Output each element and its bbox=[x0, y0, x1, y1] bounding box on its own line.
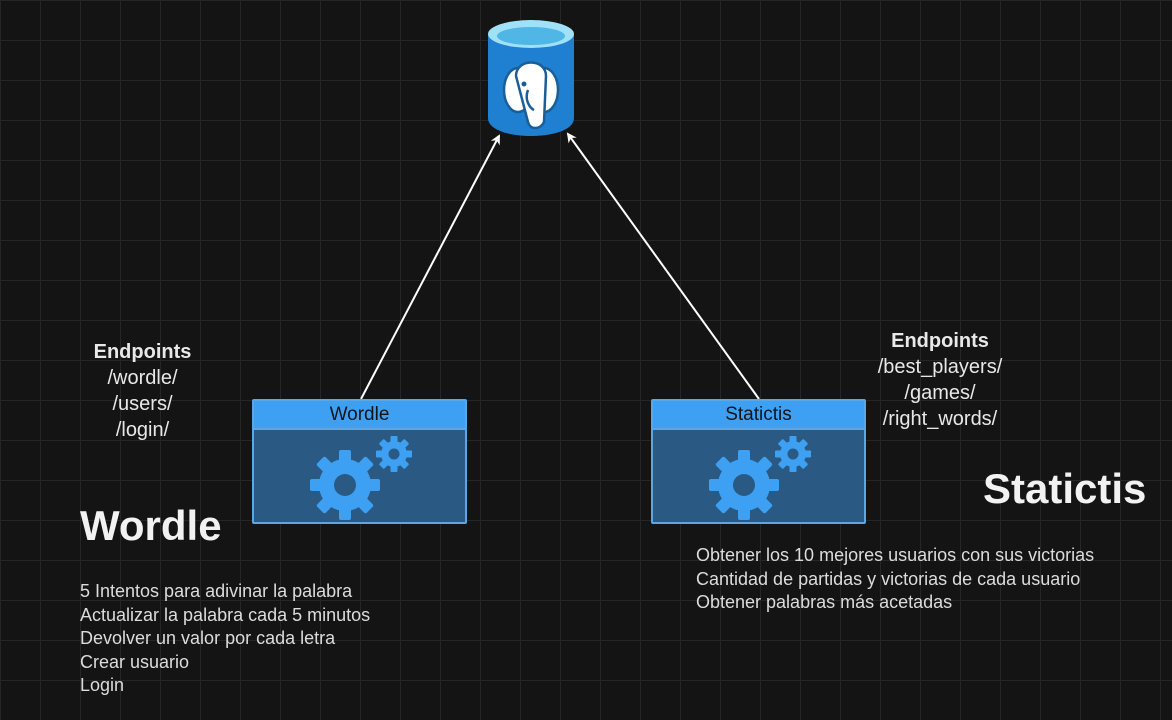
feature-item: Obtener palabras más acetadas bbox=[696, 592, 953, 612]
endpoint-item: /games/ bbox=[904, 382, 976, 404]
feature-item: Obtener los 10 mejores usuarios con sus … bbox=[696, 545, 1095, 565]
feature-item: Cantidad de partidas y victorias de cada… bbox=[696, 568, 1081, 589]
statictis-endpoints: Endpoints /best_players/ /games/ /right_… bbox=[855, 328, 1025, 432]
endpoints-title: Endpoints bbox=[93, 341, 192, 363]
wordle-service[interactable]: Wordle bbox=[252, 399, 467, 524]
statictis-section-title: Statictis bbox=[983, 465, 1147, 512]
feature-item: 5 Intentos para adivinar la palabra bbox=[80, 581, 353, 601]
feature-item: Crear usuario bbox=[80, 651, 190, 672]
statictis-service-label: Statictis bbox=[653, 401, 864, 430]
statictis-service[interactable]: Statictis bbox=[651, 399, 866, 524]
wordle-section-title: Wordle bbox=[80, 502, 222, 549]
postgresql-database[interactable] bbox=[486, 18, 576, 136]
endpoint-item: /login/ bbox=[115, 419, 170, 441]
feature-item: Login bbox=[80, 675, 125, 695]
wordle-feature-list: 5 Intentos para adivinar la palabra Actu… bbox=[80, 580, 370, 698]
gears-icon bbox=[310, 436, 412, 520]
statictis-feature-list: Obtener los 10 mejores usuarios con sus … bbox=[696, 544, 1094, 615]
feature-item: Devolver un valor por cada letra bbox=[80, 628, 336, 648]
wordle-service-label: Wordle bbox=[254, 401, 465, 430]
gears-icon bbox=[709, 436, 811, 520]
endpoint-item: /users/ bbox=[112, 393, 173, 415]
wordle-endpoints: Endpoints /wordle/ /users/ /login/ bbox=[60, 339, 225, 443]
endpoint-item: /best_players/ bbox=[877, 356, 1003, 378]
wordle-to-database-arrow bbox=[360, 134, 500, 400]
endpoint-item: /wordle/ bbox=[107, 367, 178, 389]
feature-item: Actualizar la palabra cada 5 minutos bbox=[80, 604, 371, 625]
postgresql-icon bbox=[488, 20, 574, 136]
endpoint-item: /right_words/ bbox=[882, 408, 998, 430]
endpoints-title: Endpoints bbox=[891, 330, 989, 352]
statictis-to-database-arrow bbox=[566, 132, 760, 400]
